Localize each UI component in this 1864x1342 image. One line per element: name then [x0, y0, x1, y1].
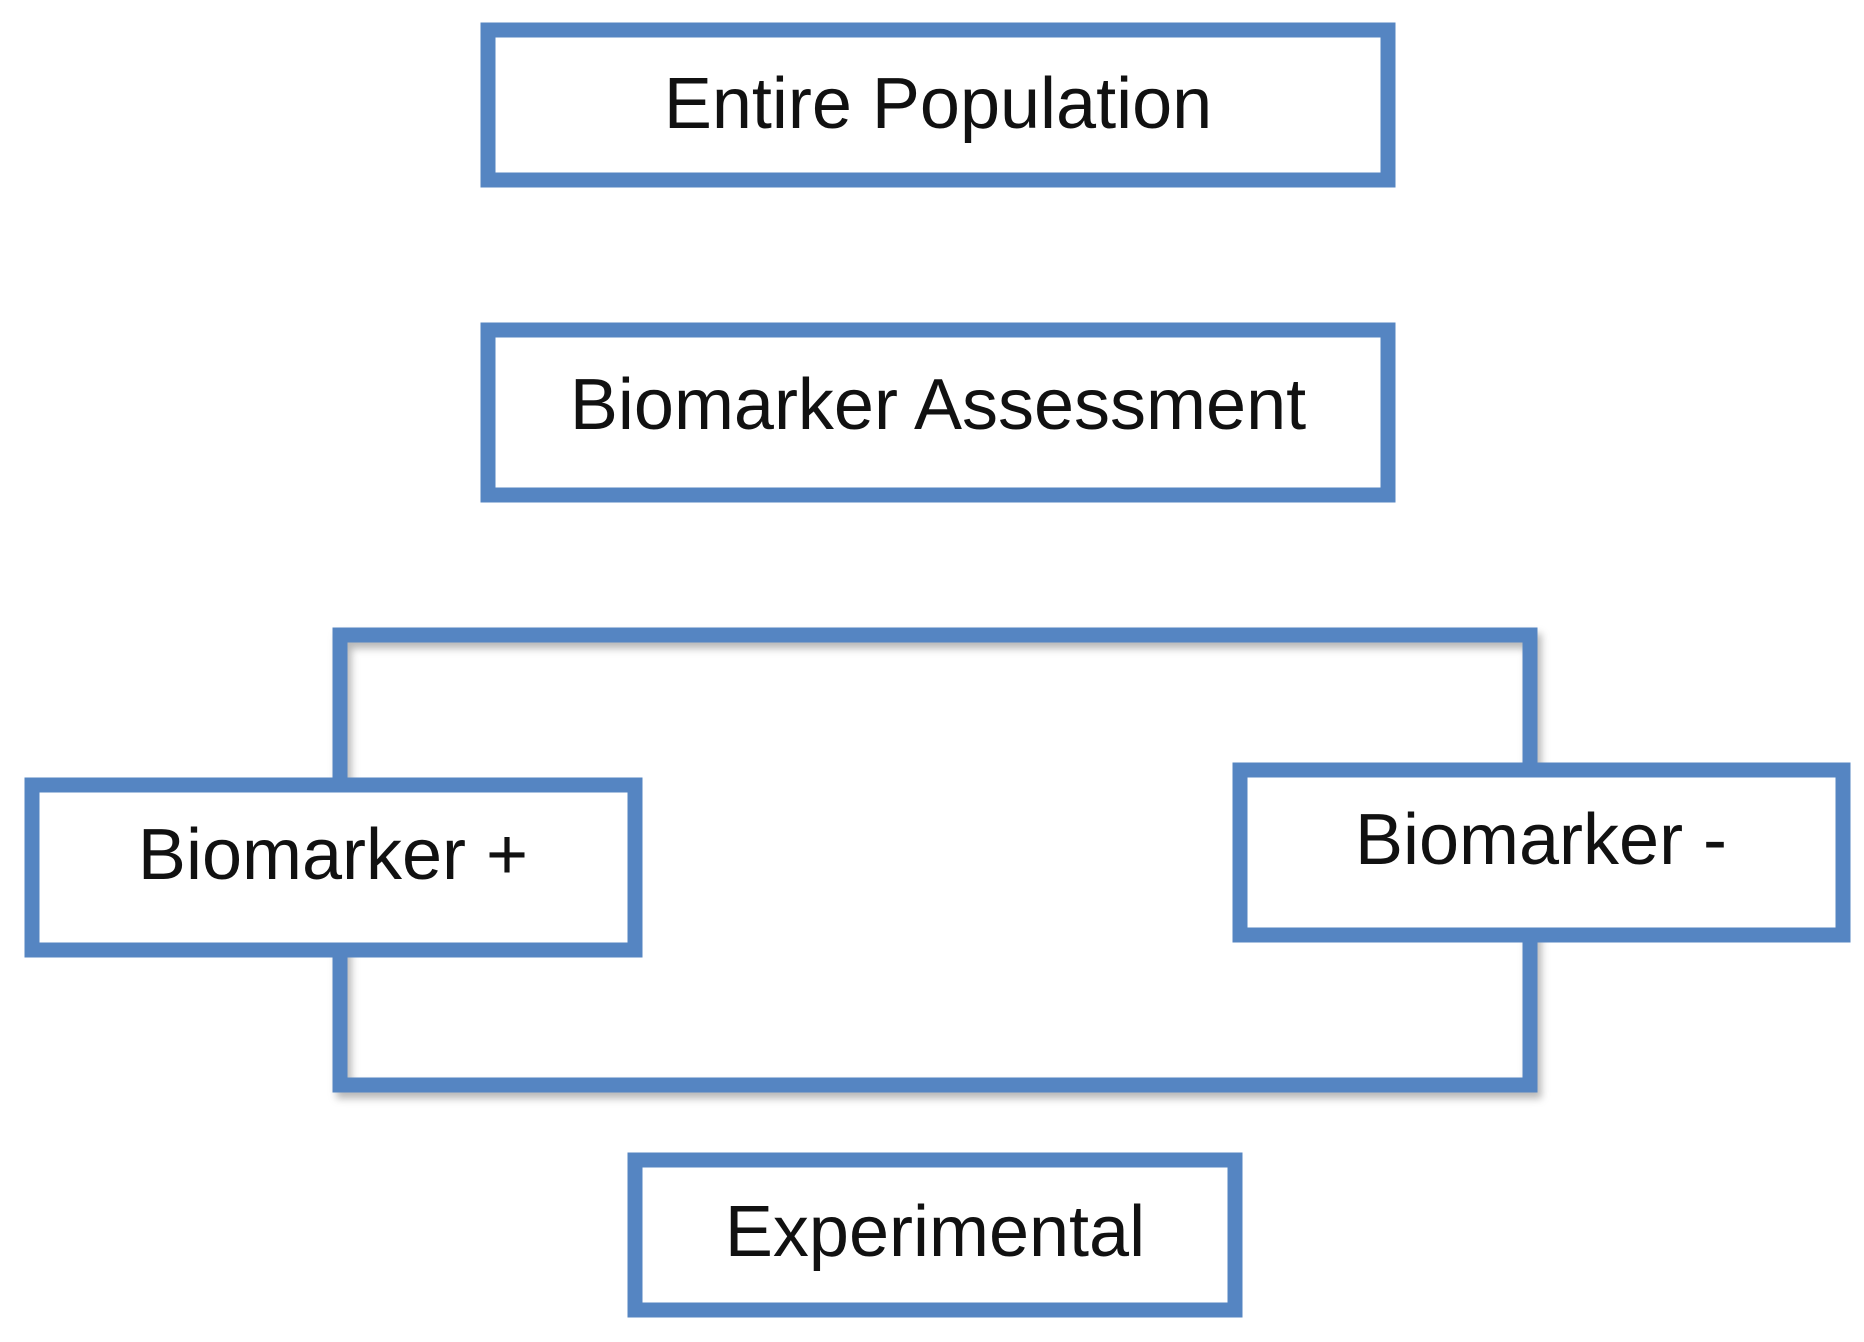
node-biomarker-assessment: Biomarker Assessment — [480, 322, 1396, 503]
node-label: Biomarker Assessment — [570, 365, 1306, 445]
node-entire-population: Entire Population — [480, 22, 1396, 188]
node-biomarker-negative: Biomarker - — [1232, 762, 1851, 943]
node-experimental: Experimental — [627, 1152, 1243, 1318]
node-box — [627, 1152, 1243, 1318]
connector-split-bracket — [332, 627, 1538, 793]
connectors — [332, 172, 1538, 1168]
node-label: Experimental — [725, 1192, 1145, 1272]
node-label: Entire Population — [664, 64, 1212, 144]
node-box — [1232, 762, 1851, 943]
node-box — [24, 777, 643, 958]
node-label: Biomarker - — [1355, 800, 1727, 880]
node-label: Biomarker + — [138, 815, 528, 895]
node-box — [480, 322, 1396, 503]
node-biomarker-positive: Biomarker + — [24, 777, 643, 958]
node-box — [480, 22, 1396, 188]
